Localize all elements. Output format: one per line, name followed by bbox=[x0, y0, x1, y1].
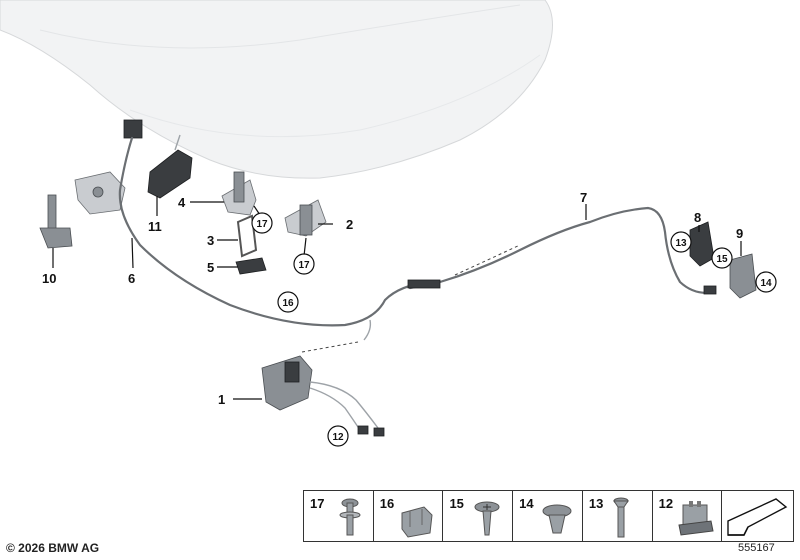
part-8-latch bbox=[689, 221, 715, 267]
part-4-hinge-left bbox=[221, 171, 257, 216]
countersunk-screw-icon bbox=[612, 497, 629, 538]
legend-label: 13 bbox=[588, 496, 604, 511]
svg-text:15: 15 bbox=[716, 254, 728, 265]
circled-callout-16: 16 bbox=[277, 291, 299, 313]
circled-callout-17b: 17 bbox=[293, 253, 315, 275]
svg-text:12: 12 bbox=[332, 432, 344, 443]
part-1-lock bbox=[261, 341, 379, 431]
cable-6 bbox=[118, 136, 432, 327]
part-3-gasket bbox=[236, 214, 258, 258]
legend-cell-13: 13 bbox=[583, 491, 653, 541]
legend-cell-15: 15 bbox=[443, 491, 514, 541]
legend-label: 12 bbox=[658, 496, 674, 511]
expanding-rivet-icon bbox=[542, 504, 572, 534]
part-10-striker bbox=[39, 171, 126, 249]
cable-6-branch bbox=[363, 319, 372, 341]
svg-text:14: 14 bbox=[760, 278, 772, 289]
legend-label: 17 bbox=[310, 496, 325, 511]
front-direction-arrow-icon bbox=[727, 498, 788, 536]
diagram-id-text: 555167 bbox=[738, 542, 775, 554]
legend-label: 14 bbox=[519, 496, 534, 511]
callout-11: 11 bbox=[148, 219, 162, 234]
part-12-connectors bbox=[357, 425, 385, 437]
cable-clip-icon bbox=[401, 506, 433, 538]
svg-text:17: 17 bbox=[298, 260, 310, 271]
plug-connector-icon bbox=[677, 501, 714, 536]
part-11-sensor bbox=[123, 119, 193, 199]
small-parts-legend: 17 16 15 14 13 bbox=[303, 490, 794, 542]
callout-7: 7 bbox=[580, 190, 587, 205]
circled-callout-12: 12 bbox=[327, 425, 349, 447]
circled-callout-13: 13 bbox=[670, 231, 692, 253]
cable-7 bbox=[408, 206, 717, 294]
part-5-pad bbox=[235, 257, 267, 275]
part-2-hinge-right bbox=[284, 199, 327, 237]
callout-10: 10 bbox=[42, 271, 56, 286]
callout-5: 5 bbox=[207, 260, 214, 275]
callout-9: 9 bbox=[736, 226, 743, 241]
legend-label: 15 bbox=[449, 496, 464, 511]
pan-head-screw-icon bbox=[474, 501, 500, 536]
legend-cell-16: 16 bbox=[374, 491, 444, 541]
svg-text:16: 16 bbox=[282, 298, 294, 309]
callout-1: 1 bbox=[218, 392, 225, 407]
screw-with-washer-icon bbox=[339, 498, 361, 536]
circled-callout-17a: 17 bbox=[251, 212, 273, 234]
part-9-latch bbox=[703, 253, 757, 299]
svg-text:17: 17 bbox=[256, 219, 268, 230]
cable-dash bbox=[454, 244, 521, 276]
legend-cell-12: 12 bbox=[653, 491, 723, 541]
legend-cell-17: 17 bbox=[304, 491, 374, 541]
callout-3: 3 bbox=[207, 233, 214, 248]
callout-8: 8 bbox=[694, 210, 701, 225]
legend-cell-direction bbox=[722, 491, 793, 541]
copyright-text: © 2026 BMW AG bbox=[6, 541, 100, 555]
legend-cell-14: 14 bbox=[513, 491, 583, 541]
circled-callout-14: 14 bbox=[755, 271, 777, 293]
cable-coupler bbox=[407, 279, 441, 289]
legend-label: 16 bbox=[379, 496, 395, 511]
circled-callout-15: 15 bbox=[711, 247, 733, 269]
callout-2: 2 bbox=[346, 217, 353, 232]
callout-4: 4 bbox=[178, 195, 186, 210]
bonnet-panel bbox=[0, 0, 553, 179]
callout-6: 6 bbox=[128, 271, 135, 286]
svg-text:13: 13 bbox=[675, 238, 687, 249]
